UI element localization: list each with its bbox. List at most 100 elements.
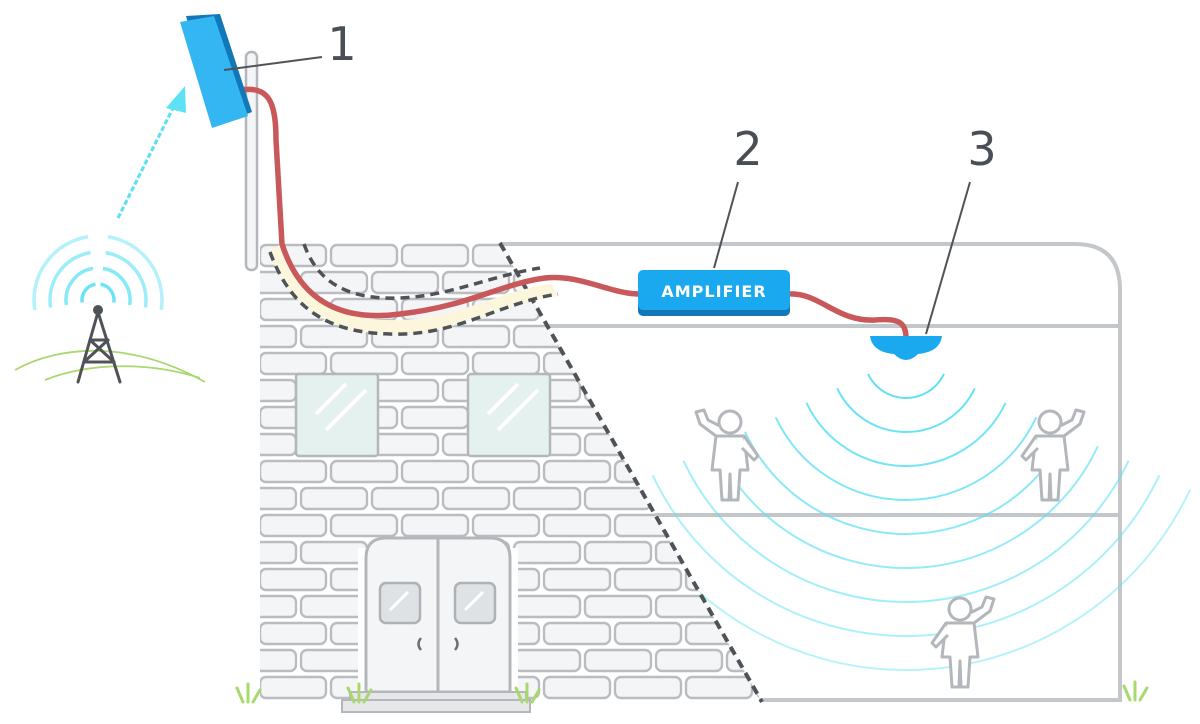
brick <box>613 351 683 376</box>
brick <box>583 378 653 403</box>
brick <box>329 513 399 538</box>
callout-2: 2 <box>713 122 763 269</box>
brick <box>684 675 754 700</box>
brick <box>542 297 612 322</box>
brick <box>260 378 298 403</box>
brick <box>400 351 470 376</box>
brick <box>260 486 298 511</box>
signal-wave-icon <box>682 460 1130 603</box>
brick <box>613 567 683 592</box>
brick <box>260 648 298 673</box>
brick <box>260 594 298 619</box>
signal-wave-icon <box>32 235 164 311</box>
brick <box>400 405 470 430</box>
brick <box>400 513 470 538</box>
brick <box>329 351 399 376</box>
brick <box>299 486 369 511</box>
brick <box>260 513 328 538</box>
signal-wave-icon <box>744 431 1068 535</box>
brick <box>755 459 762 484</box>
brick <box>654 432 724 457</box>
brick <box>299 540 369 565</box>
signal-wave-icon <box>836 387 976 433</box>
callout-1: 1 <box>223 17 357 71</box>
brick <box>613 621 683 646</box>
brick <box>542 621 612 646</box>
brick <box>542 243 612 268</box>
brick <box>512 648 582 673</box>
brick <box>471 459 541 484</box>
brick <box>613 513 683 538</box>
brick <box>370 486 440 511</box>
wall-cut-line <box>498 242 764 703</box>
signal-wave-icon <box>774 416 1038 501</box>
indoor-antenna[interactable] <box>870 336 942 360</box>
brick <box>260 540 298 565</box>
brick <box>370 432 440 457</box>
amplifier[interactable]: AMPLIFIER <box>638 270 790 316</box>
brick <box>400 243 470 268</box>
brick <box>542 675 612 700</box>
brick <box>613 675 683 700</box>
brick <box>299 324 369 349</box>
brick <box>542 567 612 592</box>
window-icon <box>294 372 380 458</box>
brick <box>583 540 653 565</box>
signal-arrow <box>116 86 186 219</box>
brick <box>542 513 612 538</box>
brick <box>260 567 328 592</box>
person-icon <box>930 595 996 689</box>
brick <box>471 513 541 538</box>
person-icon <box>694 408 760 502</box>
brick <box>654 648 724 673</box>
door-icon[interactable] <box>341 536 531 713</box>
brick <box>654 324 724 349</box>
brick <box>329 459 399 484</box>
brick <box>512 486 582 511</box>
window-icon <box>466 372 552 458</box>
brick <box>260 621 328 646</box>
brick <box>583 432 653 457</box>
building-interior <box>500 242 1122 702</box>
brick <box>299 594 369 619</box>
grass-icon <box>235 680 1149 704</box>
brick <box>725 594 762 619</box>
callout-number-2: 2 <box>733 122 762 176</box>
brick <box>654 540 724 565</box>
brick <box>441 324 511 349</box>
brick <box>512 540 582 565</box>
callout-number-3: 3 <box>967 122 996 176</box>
amplifier-label: AMPLIFIER <box>661 282 766 301</box>
brick <box>684 513 754 538</box>
brick <box>260 351 328 376</box>
outdoor-antenna[interactable] <box>180 14 252 128</box>
brick <box>370 270 440 295</box>
brick <box>299 648 369 673</box>
signal-wave-icon <box>651 474 1161 637</box>
brick <box>755 675 762 700</box>
signal-wave-icon <box>805 402 1007 467</box>
brick <box>471 243 541 268</box>
brick <box>260 459 328 484</box>
signal-wave-icon <box>867 373 945 399</box>
brick <box>613 459 683 484</box>
brick <box>725 540 762 565</box>
brick <box>725 324 762 349</box>
brick <box>260 432 298 457</box>
brick <box>755 621 762 646</box>
brick <box>684 351 754 376</box>
brick <box>542 459 612 484</box>
antenna-pole <box>244 50 259 272</box>
brick <box>329 243 399 268</box>
brick <box>260 324 298 349</box>
brick <box>654 378 724 403</box>
brick <box>512 594 582 619</box>
callout-3: 3 <box>925 122 997 335</box>
person-icon <box>1020 408 1086 502</box>
callout-number-1: 1 <box>327 17 356 71</box>
cell-tower-icon <box>14 235 206 384</box>
brick <box>370 378 440 403</box>
brick <box>755 405 762 430</box>
brick <box>613 405 683 430</box>
